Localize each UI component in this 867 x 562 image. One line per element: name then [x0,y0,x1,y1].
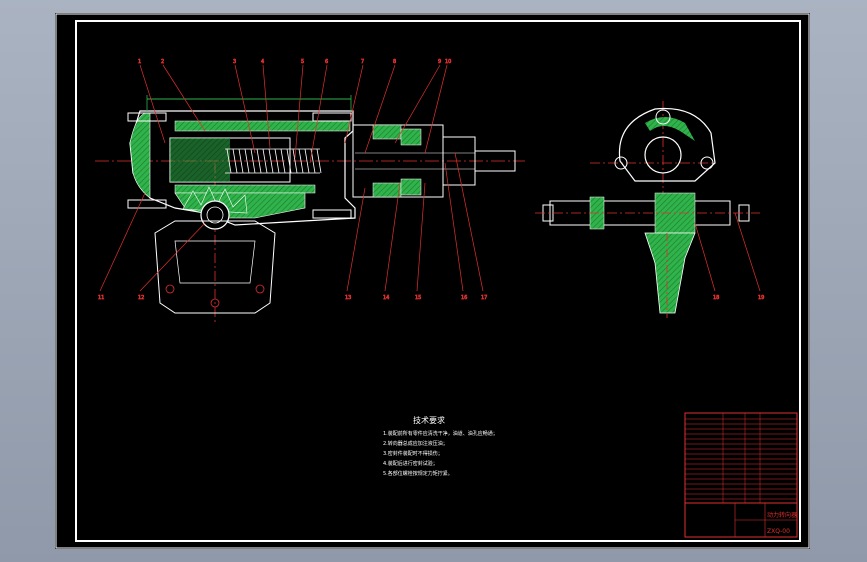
balloon-label: 5 [301,59,304,65]
screw-thread [225,148,320,174]
balloon-label: 11 [98,295,104,301]
thread-pitch [226,148,322,174]
side-bolt-left [614,156,628,170]
side-bolt-top [655,109,671,125]
bracket-hole-right [255,284,265,294]
bracket-hole-center [210,298,220,308]
lower-bracket [154,220,276,314]
valve-seal-bottom [400,178,422,196]
note-line: 2.转向器总成应加注液压油； [383,440,448,447]
sector-gear-teeth [182,186,248,214]
note-line: 5.各部位螺栓按规定力矩拧紧。 [383,470,453,477]
leaders-bottom: 11 12 13 14 15 16 17 [98,152,488,301]
bracket-hole-left [165,284,175,294]
sector-shaft [206,206,224,224]
valve-flange-bottom [372,182,402,198]
balloon-label: 15 [415,295,421,301]
bolt-bottom-left [127,199,167,209]
drawing-name: 动力转向器 [767,511,797,519]
valve-flange-top [372,124,402,140]
side-main-bore [644,136,682,174]
balloon-label: 3 [233,59,236,65]
drawing-number: ZXQ-00 [767,528,790,535]
title-block-frame [684,412,798,538]
inner-border [75,20,801,542]
housing-wall-left [129,112,151,199]
balloon-label: 14 [383,295,389,301]
technical-notes: 技术要求 1.装配前所有零件应清洗干净，油道、油孔应畅通； 2.转向器总成应加注液… [383,415,498,477]
input-shaft [474,150,516,172]
balloon-label: 17 [481,295,487,301]
bolt-bottom-right [312,209,352,219]
notes-title: 技术要求 [413,415,445,425]
balloon-label: 6 [325,59,328,65]
note-line: 3.密封件装配时不得损伤； [383,450,443,457]
valve-seal-top [400,128,422,146]
housing-wall-bottom [174,184,316,194]
side-flange-hatch [645,117,695,141]
balloon-label: 8 [393,59,396,65]
notes-list: 1.装配前所有零件应清洗干净，油道、油孔应畅通； 2.转向器总成应加注液压油； 3.… [383,430,498,477]
title-block: 动力转向器 ZXQ-00 [684,412,798,538]
side-flange-outline [618,107,716,182]
side-bolt-right [700,156,714,170]
balloon-label: 1 [138,59,141,65]
housing-wall-top [174,120,351,132]
note-line: 1.装配前所有零件应清洗干净，油道、油孔应畅通； [383,430,498,437]
balloon-label: 10 [445,59,451,65]
balloon-label: 18 [713,295,719,301]
balloon-label: 16 [461,295,467,301]
bolt-top-left [127,112,167,122]
balloon-label: 13 [345,295,351,301]
sector-shaft-bore [200,200,230,230]
balloon-label: 4 [261,59,264,65]
balloon-label: 12 [138,295,144,301]
balloon-label: 9 [438,59,441,65]
balloon-label: 7 [361,59,364,65]
balloon-label: 19 [758,295,764,301]
side-bracket-foot [644,232,696,314]
leaders-top: 1 2 3 4 5 6 7 8 9 10 [138,59,452,164]
bracket-pocket [174,240,256,284]
balloon-label: 2 [161,59,164,65]
piston-hatch [170,138,230,182]
note-line: 4.装配后进行密封试验； [383,460,438,467]
outer-border [55,13,810,549]
